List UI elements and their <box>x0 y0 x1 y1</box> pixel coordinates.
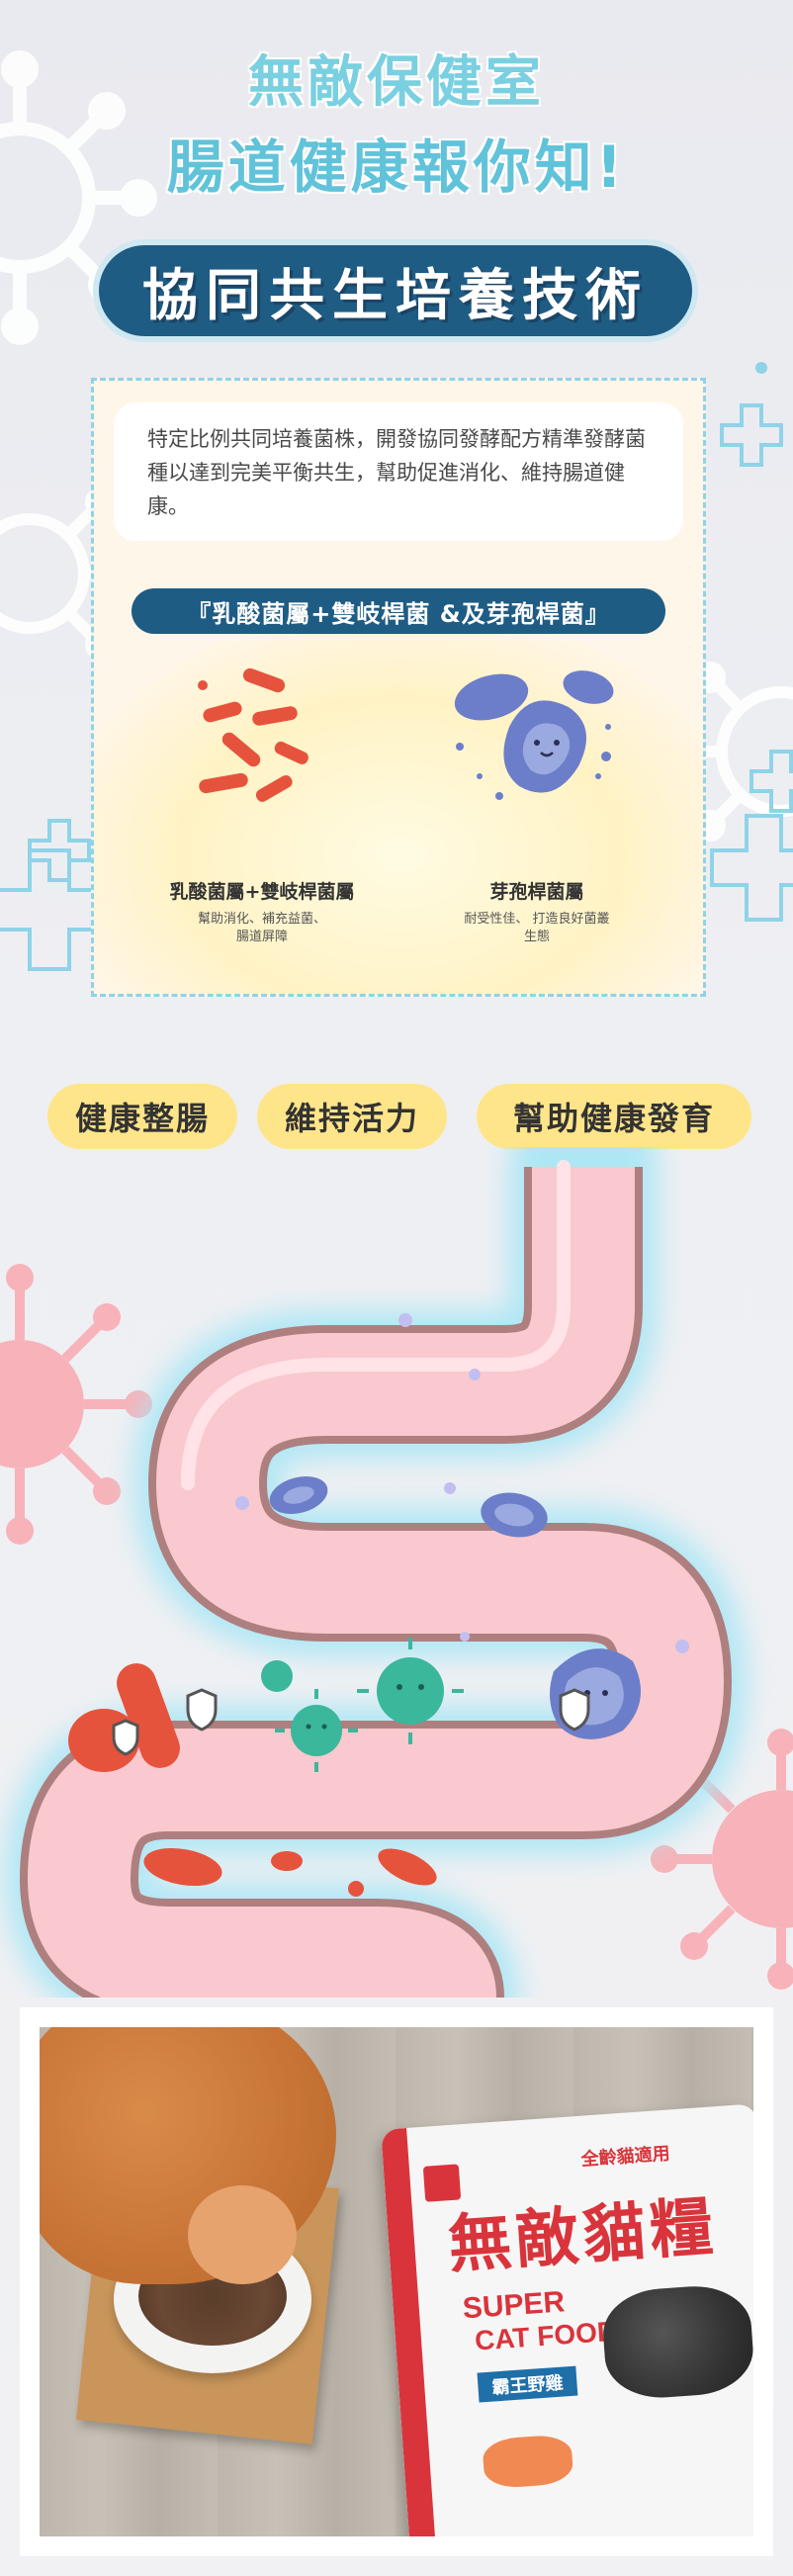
shield-icon <box>112 1688 590 1756</box>
intestine-illustration <box>5 1147 747 1998</box>
bacillus-title: 芽孢桿菌屬 <box>489 881 584 903</box>
probiotic-info-card: 特定比例共同培養菌株，開發協同發酵配方精準發酵菌種以達到完美平衡共生，幫助促進消… <box>91 378 706 997</box>
lactobacillus-title: 乳酸菌屬+雙岐桿菌屬 <box>169 881 355 903</box>
benefit-tag-growth: 幫助健康發育 <box>477 1084 751 1149</box>
benefit-tag-gut: 健康整腸 <box>47 1084 237 1149</box>
bacillus-desc-line2: 生態 <box>523 930 550 944</box>
lactobacillus-illustration <box>198 667 308 802</box>
benefit-tag-vitality: 維持活力 <box>257 1084 447 1149</box>
bag-flavor: 霸王野雞 <box>477 2365 578 2403</box>
virus-pink-icon <box>0 1264 152 1545</box>
bag-salmon <box>482 2434 574 2490</box>
bacillus-desc-line1: 耐受性佳、 打造良好菌叢 <box>464 912 610 927</box>
bacillus-illustration <box>454 670 614 800</box>
intro-text: 特定比例共同培養菌株，開發協同發酵配方精準發酵菌種以達到完美平衡共生，幫助促進消… <box>114 402 683 541</box>
product-photo-frame: 全齡貓適用 無敵貓糧 SUPER CAT FOOD 霸王野雞 <box>20 2007 773 2556</box>
bag-brand: 無敵貓糧 <box>445 2190 720 2283</box>
card-glow <box>94 608 703 994</box>
product-photo: 全齡貓適用 無敵貓糧 SUPER CAT FOOD 霸王野雞 <box>40 2027 753 2536</box>
lactobacillus-desc-line2: 腸道屏障 <box>235 930 288 944</box>
cat-head <box>188 2185 297 2284</box>
product-bag: 全齡貓適用 無敵貓糧 SUPER CAT FOOD 霸王野雞 <box>381 2103 753 2536</box>
bag-top-label: 全齡貓適用 <box>580 2143 671 2171</box>
banner-title: 協同共生培養技術 <box>142 263 649 328</box>
bag-cats-illustration <box>600 2282 753 2402</box>
headline-line2: 腸道健康報你知! <box>166 133 627 201</box>
headline-line1: 無敵保健室 <box>248 50 545 115</box>
technology-banner: 協同共生培養技術 <box>99 245 692 336</box>
strain-pill: 『乳酸菌屬+雙岐桿菌 &及芽孢桿菌』 <box>132 588 665 634</box>
lactobacillus-desc-line1: 幫助消化、補充益菌、 <box>197 912 326 927</box>
virus-green-icon <box>261 1638 464 1772</box>
